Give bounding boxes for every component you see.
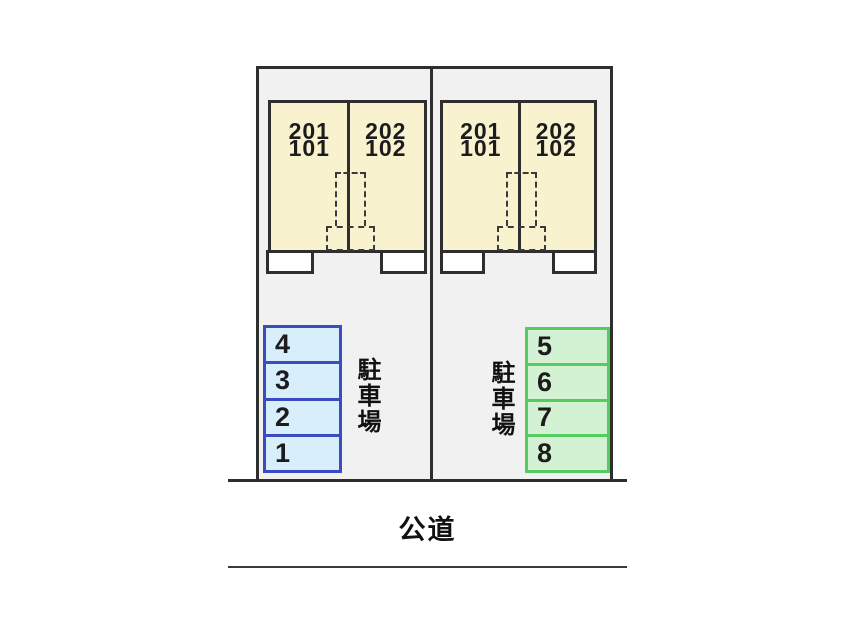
parking-space-number: 3 bbox=[275, 365, 291, 396]
parking-area-label-right: 駐車場 bbox=[487, 360, 514, 438]
boundary-line-bottom bbox=[228, 479, 627, 482]
building-2: 201 101 202 102 bbox=[440, 100, 597, 253]
unit-number-lower: 102 bbox=[535, 135, 577, 161]
parking-stack-right: 5 6 7 8 bbox=[525, 327, 610, 473]
unit-number-lower: 101 bbox=[288, 135, 330, 161]
parking-space-6: 6 bbox=[528, 365, 607, 402]
unit-number-upper: 201 bbox=[460, 118, 502, 144]
unit-number-lower: 101 bbox=[460, 135, 502, 161]
unit-label-202-102: 202 102 bbox=[519, 103, 595, 250]
parking-space-2: 2 bbox=[266, 400, 339, 437]
parking-space-number: 4 bbox=[275, 329, 291, 360]
parking-area-label-left: 駐車場 bbox=[353, 357, 380, 435]
parking-space-4: 4 bbox=[266, 328, 339, 365]
building-1: 201 101 202 102 bbox=[268, 100, 427, 253]
unit-label-201-101: 201 101 bbox=[271, 103, 348, 250]
lot-divider-line bbox=[430, 66, 433, 482]
parking-space-number: 2 bbox=[275, 401, 291, 432]
unit-number-upper: 201 bbox=[288, 118, 330, 144]
entry-step bbox=[266, 250, 314, 274]
parking-space-8: 8 bbox=[528, 437, 607, 470]
entry-step bbox=[552, 250, 597, 274]
building-1-units: 201 101 202 102 bbox=[271, 103, 424, 250]
unit-label-202-102: 202 102 bbox=[348, 103, 425, 250]
parking-space-number: 6 bbox=[537, 366, 553, 397]
parking-stack-left: 4 3 2 1 bbox=[263, 325, 342, 473]
unit-label-201-101: 201 101 bbox=[443, 103, 519, 250]
parking-space-7: 7 bbox=[528, 401, 607, 438]
road-label: 公道 bbox=[398, 515, 457, 545]
entrance-dashed-outline-upper bbox=[506, 172, 537, 226]
parking-space-number: 5 bbox=[537, 330, 553, 361]
entry-step bbox=[380, 250, 427, 274]
road-line bbox=[228, 566, 627, 568]
parking-space-1: 1 bbox=[266, 436, 339, 470]
building-1-unit-divider bbox=[347, 103, 350, 250]
entrance-dashed-outline-lower bbox=[497, 226, 546, 251]
entrance-dashed-outline-upper bbox=[335, 172, 366, 226]
parking-space-5: 5 bbox=[528, 330, 607, 366]
parking-space-3: 3 bbox=[266, 364, 339, 401]
unit-number-upper: 202 bbox=[365, 118, 407, 144]
building-2-unit-divider bbox=[518, 103, 521, 250]
unit-number-upper: 202 bbox=[535, 118, 577, 144]
parking-space-number: 1 bbox=[275, 437, 291, 468]
unit-number-lower: 102 bbox=[365, 135, 407, 161]
building-2-units: 201 101 202 102 bbox=[443, 103, 594, 250]
entrance-dashed-outline-lower bbox=[326, 226, 375, 251]
parking-space-number: 7 bbox=[537, 402, 553, 433]
parking-space-number: 8 bbox=[537, 438, 553, 469]
entry-step bbox=[440, 250, 485, 274]
